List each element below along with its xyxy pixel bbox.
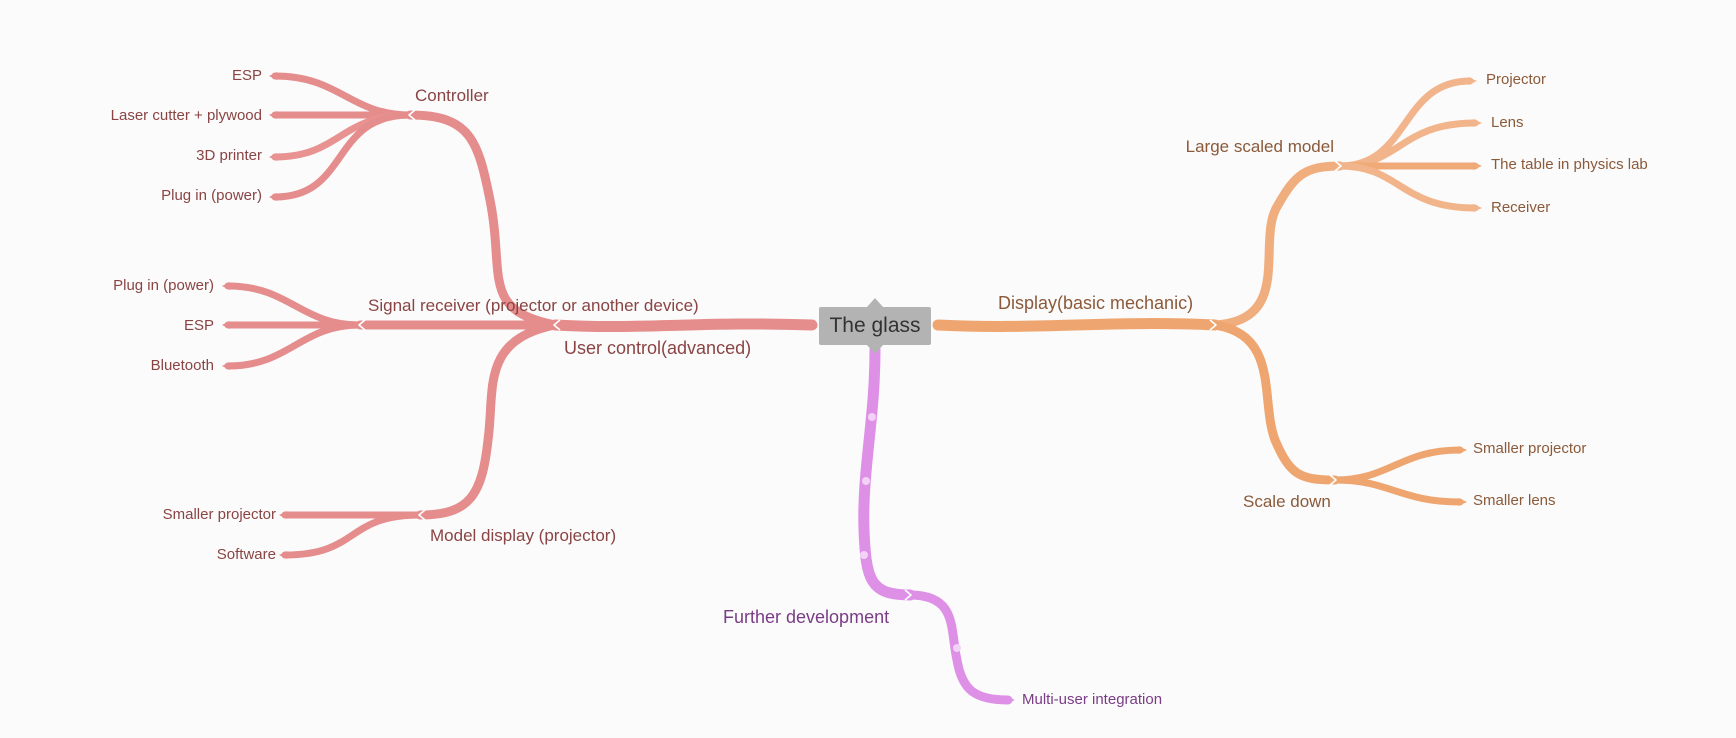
- leaf-large-receiver[interactable]: Receiver: [1491, 199, 1551, 216]
- leaf-tip: [222, 282, 230, 290]
- connector-root-to-user-control: [549, 318, 818, 333]
- leaf-tip: [1006, 696, 1015, 704]
- leaf-tip: [1473, 162, 1482, 170]
- topic-signal-receiver[interactable]: Signal receiver (projector or another de…: [368, 296, 699, 315]
- connector-receiver-bluetooth: [224, 321, 364, 370]
- leaf-tip: [1458, 446, 1467, 454]
- leaf-large-table[interactable]: The table in physics lab: [1491, 156, 1648, 173]
- leaf-tip: [279, 511, 287, 519]
- leaf-receiver-plug-in[interactable]: Plug in (power): [113, 277, 214, 294]
- connector-dot: [953, 644, 961, 652]
- topic-further-development[interactable]: Further development: [723, 607, 890, 627]
- leaf-tip: [269, 72, 277, 80]
- leaf-tip: [222, 362, 230, 370]
- junction-marker: [1329, 474, 1337, 486]
- junction-marker: [1334, 160, 1342, 172]
- connector-controller-esp: [271, 72, 414, 119]
- leaf-tip: [1473, 204, 1482, 212]
- connector-development-to-multi-user: [905, 590, 1013, 705]
- leaf-controller-laser-cutter[interactable]: Laser cutter + plywood: [110, 107, 262, 124]
- leaf-multi-user-integration[interactable]: Multi-user integration: [1022, 691, 1163, 708]
- connector-user-control-to-controller: [405, 110, 560, 330]
- connector-scale-smaller-lens: [1331, 476, 1464, 506]
- connector-scale-smaller-projector: [1331, 446, 1464, 484]
- leaf-large-projector[interactable]: Projector: [1486, 71, 1547, 88]
- leaf-tip: [222, 321, 230, 329]
- leaf-controller-esp[interactable]: ESP: [231, 67, 262, 84]
- leaf-large-lens[interactable]: Lens: [1491, 114, 1524, 131]
- leaf-receiver-bluetooth[interactable]: Bluetooth: [150, 357, 214, 374]
- topic-scale-down[interactable]: Scale down: [1243, 492, 1331, 511]
- connector-model-software: [281, 511, 424, 559]
- connector-user-control-to-model-display: [415, 320, 560, 520]
- connector-receiver-plug: [224, 282, 364, 329]
- topic-controller[interactable]: Controller: [415, 86, 489, 105]
- connector-display-to-large-model: [1210, 161, 1345, 330]
- leaf-controller-plug-in[interactable]: Plug in (power): [161, 187, 262, 204]
- topic-user-control[interactable]: User control(advanced): [564, 338, 752, 358]
- leaf-controller-3d-printer[interactable]: 3D printer: [196, 147, 262, 164]
- connector-root-to-display: [932, 318, 1221, 332]
- connector-root-to-development: [858, 344, 916, 601]
- topic-large-scaled-model[interactable]: Large scaled model: [1185, 137, 1334, 156]
- junction-marker: [904, 589, 912, 601]
- leaf-tip: [269, 111, 277, 119]
- leaf-scale-smaller-projector[interactable]: Smaller projector: [1473, 440, 1587, 457]
- leaf-model-smaller-projector[interactable]: Smaller projector: [162, 506, 276, 523]
- root-expand-top: [867, 298, 883, 307]
- leaf-tip: [279, 551, 287, 559]
- junction-marker: [553, 319, 561, 331]
- root-topic-label: The glass: [829, 314, 921, 337]
- connector-dot: [862, 477, 870, 485]
- leaf-model-software[interactable]: Software: [216, 546, 276, 563]
- leaf-tip: [1473, 119, 1482, 127]
- topic-model-display[interactable]: Model display (projector): [430, 526, 617, 545]
- connector-controller-plug: [271, 111, 414, 201]
- junction-marker: [358, 319, 366, 331]
- root-expand-bottom: [867, 345, 883, 354]
- junction-marker: [408, 109, 416, 121]
- topic-display[interactable]: Display(basic mechanic): [998, 293, 1194, 313]
- leaf-scale-smaller-lens[interactable]: Smaller lens: [1473, 492, 1556, 509]
- connector-dot: [868, 413, 876, 421]
- connector-large-receiver: [1336, 162, 1479, 212]
- leaf-tip: [269, 153, 277, 161]
- leaf-tip: [1458, 498, 1467, 506]
- leaf-tip: [269, 193, 277, 201]
- leaf-tip: [1468, 77, 1477, 85]
- junction-marker: [418, 509, 426, 521]
- junction-marker: [1209, 319, 1217, 331]
- connector-dot: [860, 551, 868, 559]
- leaf-receiver-esp[interactable]: ESP: [183, 317, 214, 334]
- root-topic[interactable]: The glass: [819, 298, 931, 354]
- connector-display-to-scale-down: [1210, 320, 1340, 485]
